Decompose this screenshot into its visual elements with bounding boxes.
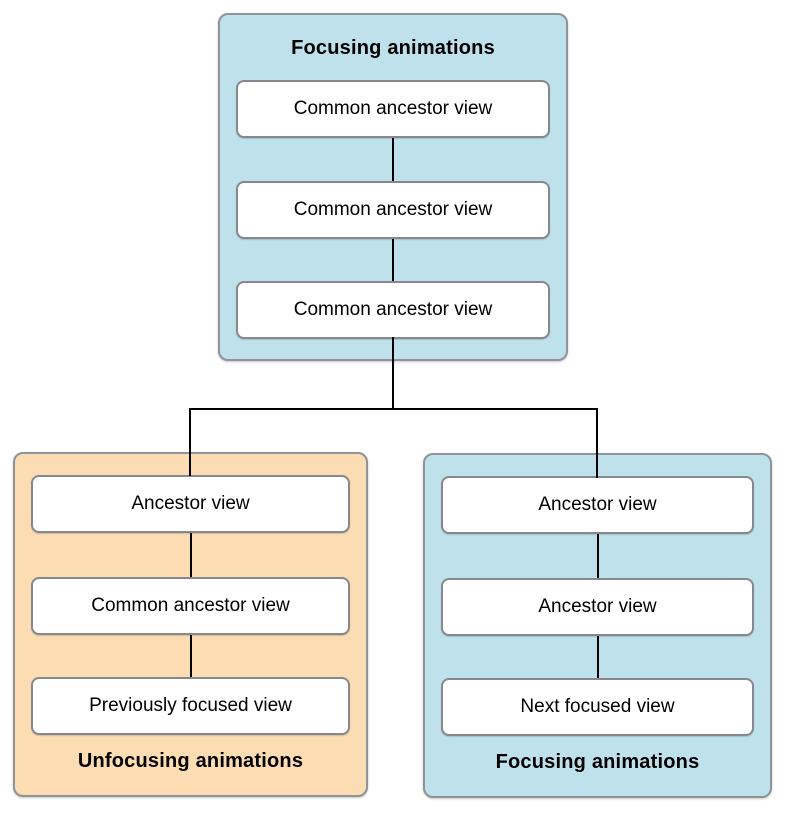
tree-horizontal-line xyxy=(189,408,598,410)
panel-focusing-animations-bottom: Ancestor view Ancestor view Next focused… xyxy=(423,453,772,798)
node-ancestor-view-2: Ancestor view xyxy=(441,578,754,636)
connector-line xyxy=(392,237,394,283)
tree-stem-line xyxy=(392,337,394,409)
connector-line xyxy=(596,532,599,580)
node-common-ancestor-view-1: Common ancestor view xyxy=(236,80,550,138)
node-common-ancestor-view-2: Common ancestor view xyxy=(236,181,550,239)
node-previously-focused-view: Previously focused view xyxy=(31,677,350,735)
panel-unfocusing-animations: Ancestor view Common ancestor view Previ… xyxy=(13,452,368,797)
connector-line xyxy=(189,531,192,579)
connector-line xyxy=(189,633,192,679)
node-common-ancestor-view: Common ancestor view xyxy=(31,577,350,635)
connector-line xyxy=(392,136,394,183)
tree-drop-line-left xyxy=(189,408,191,476)
panel-focusing-animations-top: Focusing animations Common ancestor view… xyxy=(218,13,568,361)
panel-top-title: Focusing animations xyxy=(291,37,495,59)
node-next-focused-view: Next focused view xyxy=(441,678,754,736)
tree-drop-line-right xyxy=(596,408,598,478)
panel-left-title: Unfocusing animations xyxy=(77,750,304,772)
node-ancestor-view: Ancestor view xyxy=(31,475,350,533)
node-common-ancestor-view-3: Common ancestor view xyxy=(236,281,550,339)
connector-line xyxy=(596,634,599,680)
panel-right-title: Focusing animations xyxy=(495,751,700,773)
node-ancestor-view-1: Ancestor view xyxy=(441,476,754,534)
